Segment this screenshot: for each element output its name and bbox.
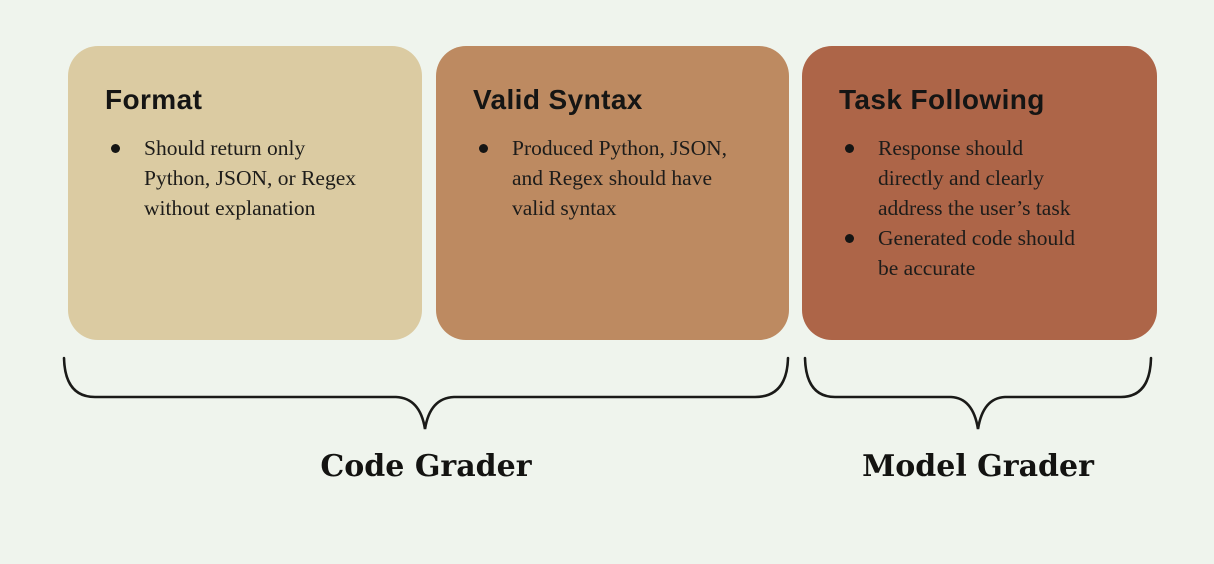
bullet-icon [845,234,854,243]
card-task-following: Task Following Response should directly … [802,46,1157,340]
card-valid-syntax-title: Valid Syntax [473,84,643,115]
card-format-bullet-list: Should return only Python, JSON, or Rege… [111,133,394,223]
bullet-text: Response should directly and clearly add… [878,136,1071,220]
list-item: Response should directly and clearly add… [845,133,1129,223]
code-grader-brace-icon [62,356,790,430]
list-item: Produced Python, JSON, and Regex should … [479,133,761,223]
card-format: Format Should return only Python, JSON, … [68,46,422,340]
card-valid-syntax-bullet-list: Produced Python, JSON, and Regex should … [479,133,761,223]
bullet-text: Produced Python, JSON, and Regex should … [512,136,728,220]
list-item: Generated code should be accurate [845,223,1129,283]
bullet-text: Generated code should be accurate [878,226,1076,280]
card-task-following-bullet-list: Response should directly and clearly add… [845,133,1129,283]
bullet-icon [479,144,488,153]
list-item: Should return only Python, JSON, or Rege… [111,133,394,223]
model-grader-label: Model Grader [862,449,1094,484]
bullet-icon [845,144,854,153]
model-grader-brace-icon [803,356,1153,430]
code-grader-label: Code Grader [320,449,532,484]
bullet-text: Should return only Python, JSON, or Rege… [144,136,357,220]
card-valid-syntax: Valid Syntax Produced Python, JSON, and … [436,46,789,340]
card-task-following-title: Task Following [839,84,1045,115]
card-format-title: Format [105,84,203,115]
bullet-icon [111,144,120,153]
